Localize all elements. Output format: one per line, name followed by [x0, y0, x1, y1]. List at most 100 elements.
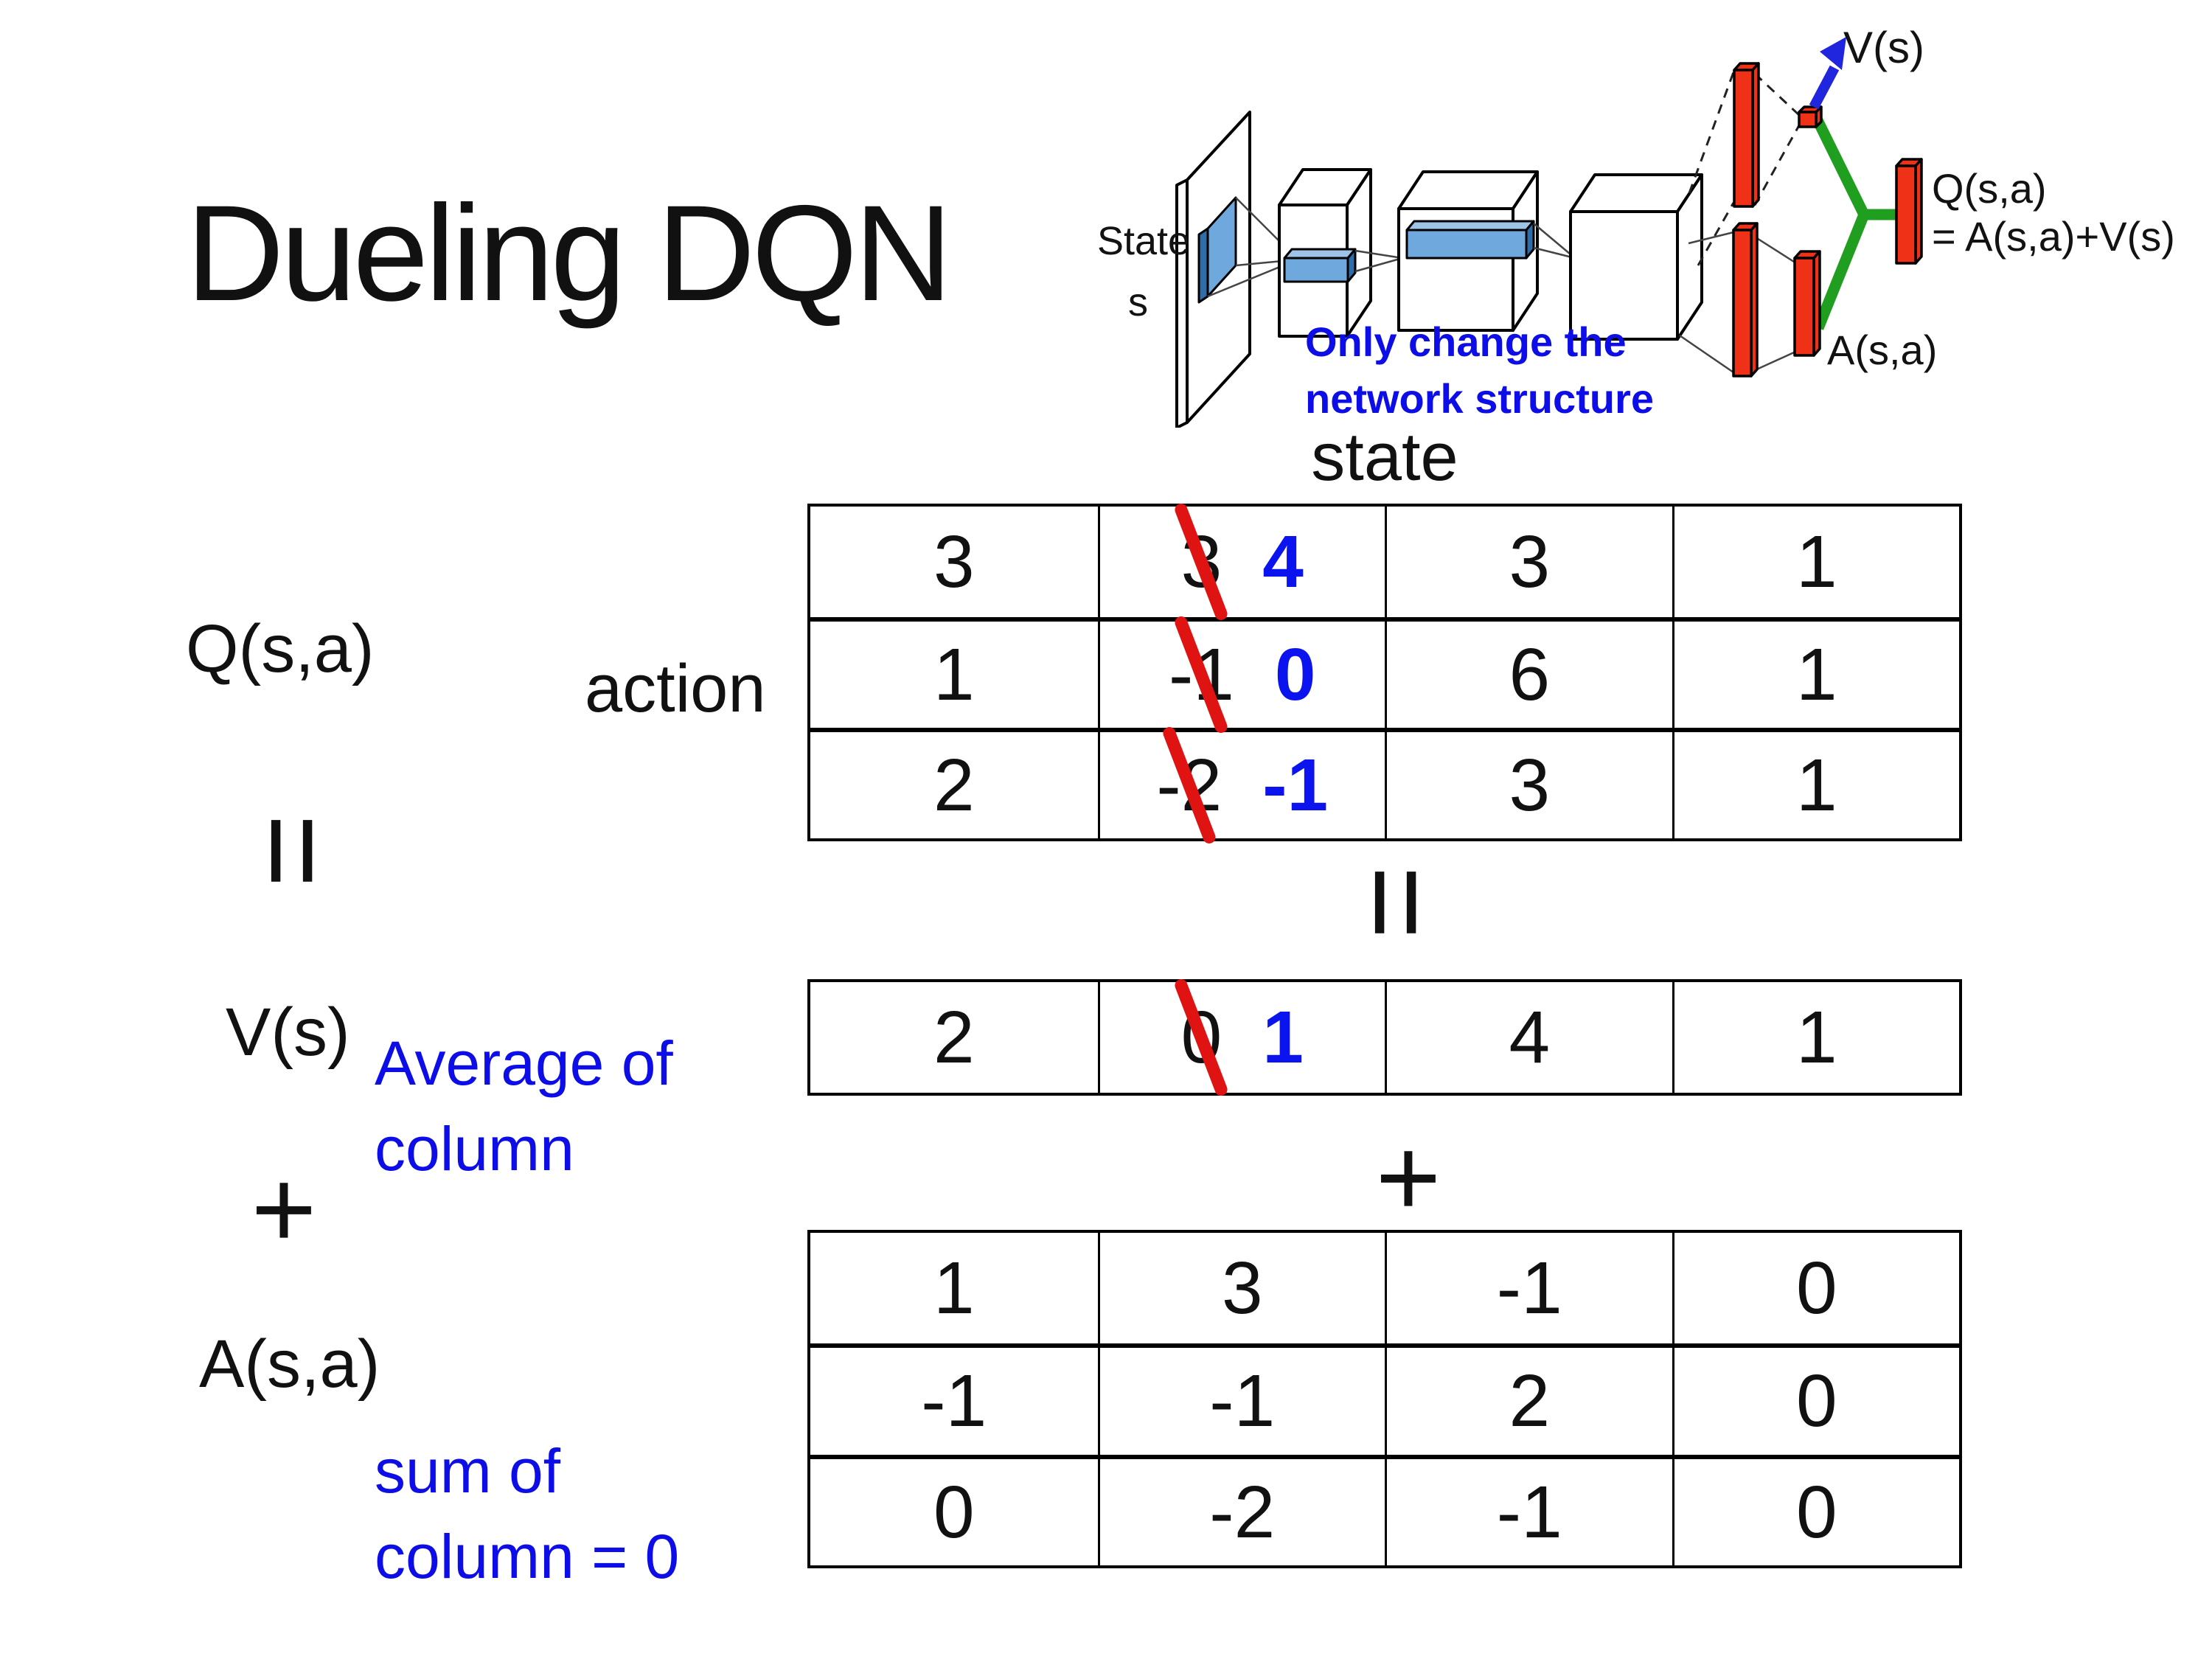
crossed-cell: 3 4: [1097, 501, 1385, 622]
table-cell: 1: [1672, 728, 1959, 838]
value-stream-links: [1688, 72, 1801, 266]
diagram-q-label-line1: Q(s,a): [1932, 165, 2047, 212]
cell-value: 0: [1795, 1360, 1837, 1443]
cell-value: -1: [1496, 1470, 1562, 1554]
fc-layer-box: [1569, 173, 1703, 341]
sum-of-column-note: sum of column = 0: [375, 1429, 679, 1600]
advantage-table: 1 3 -1 0 -1 -1 2 0 0 -2 -1 0: [807, 1230, 1962, 1568]
table-cell: 1: [810, 617, 1098, 728]
aggregation-links: [1812, 117, 1896, 330]
cell-value: 2: [1509, 1360, 1551, 1443]
table-cell: 1: [1672, 617, 1959, 728]
crossed-cell: -1 0: [1097, 614, 1385, 735]
q-output-bar: [1895, 158, 1923, 265]
cell-value: -2: [1209, 1470, 1276, 1554]
q-matrix-label: Q(s,a): [186, 611, 375, 686]
cell-value: 3: [1509, 744, 1551, 827]
crossed-cell: 0 1: [1097, 977, 1385, 1098]
value-output-node: [1798, 105, 1823, 128]
cell-value: 1: [1795, 633, 1837, 716]
note-line: column = 0: [375, 1521, 680, 1591]
cell-value: -1: [1496, 1247, 1562, 1330]
cell-value: 1: [1795, 521, 1837, 603]
note-line: sum of: [375, 1436, 561, 1506]
a-matrix-label: A(s,a): [199, 1326, 380, 1402]
table-cell: -1: [1385, 1233, 1672, 1344]
table-cell: 6: [1385, 617, 1672, 728]
v-matrix-label: V(s): [226, 995, 350, 1070]
cell-value: -1: [1209, 1360, 1276, 1443]
equals-sign-center: =: [1326, 865, 1468, 940]
cell-value: 3: [933, 521, 975, 603]
table-cell: 4: [1385, 982, 1672, 1093]
cell-value: 6: [1509, 633, 1551, 716]
advantage-stream-links: [1679, 231, 1795, 374]
corrected-value: -1: [1262, 744, 1329, 827]
diagram-v-label: V(s): [1843, 23, 1924, 72]
cell-value: 0: [933, 1470, 975, 1554]
diagram-caption-line1: Only change the: [1305, 319, 1627, 365]
table-cell: 3: [1385, 728, 1672, 838]
crossed-cell: -2 -1: [1097, 725, 1385, 846]
advantage-hidden-bar: [1732, 222, 1759, 378]
plus-sign-left: +: [251, 1146, 317, 1272]
table-cell: 1: [1672, 982, 1960, 1093]
cell-value: 1: [933, 633, 975, 716]
cell-value: 0: [1795, 1470, 1837, 1554]
value-arrow-icon: [1809, 37, 1846, 110]
plus-sign-center: +: [1375, 1114, 1441, 1240]
q-value-table: 3 3 4 3 1 1 -1 0 6 1 2 -2 -1 3 1: [807, 501, 1962, 846]
conv-links-3: [1533, 223, 1576, 260]
diagram-a-label: A(s,a): [1827, 327, 1937, 373]
note-line: column: [375, 1113, 574, 1183]
cell-value: 0: [1795, 1247, 1837, 1330]
table-cell: 1: [1672, 507, 1960, 617]
state-axis-label: state: [1311, 420, 1458, 495]
corrected-value: 1: [1262, 996, 1304, 1079]
cell-value: 4: [1509, 996, 1551, 1079]
v-value-table: 2 0 1 4 1: [807, 977, 1962, 1098]
cell-value: 3: [1509, 521, 1551, 603]
network-architecture-diagram: State s V(s) Q(s,a) = A(s,a)+V(s) A(s,a)…: [1097, 23, 2175, 428]
table-cell: 0: [810, 1454, 1098, 1565]
diagram-state-label: State: [1097, 219, 1190, 263]
old-value-wrap: -1: [1169, 614, 1234, 735]
cell-value: 1: [1795, 996, 1837, 1079]
table-cell: -1: [1097, 1343, 1385, 1455]
table-cell: 0: [1672, 1343, 1959, 1455]
table-cell: 2: [810, 728, 1098, 838]
table-cell: 3: [810, 507, 1098, 617]
corrected-value: 0: [1274, 633, 1316, 716]
table-cell: 0: [1672, 1454, 1959, 1565]
action-axis-label: action: [585, 651, 766, 726]
cell-value: 1: [933, 1247, 975, 1330]
old-value-wrap: -2: [1156, 725, 1222, 846]
feature-bar-1: [1283, 248, 1357, 283]
note-line: Average of: [375, 1029, 673, 1098]
table-cell: 3: [1385, 507, 1672, 617]
table-cell: 1: [810, 1233, 1098, 1343]
table-cell: 0: [1672, 1233, 1960, 1344]
diagram-state-s-label: s: [1128, 280, 1148, 324]
old-value-wrap: 0: [1173, 977, 1230, 1098]
diagram-caption-line2: network structure: [1305, 375, 1654, 422]
table-cell: -1: [1385, 1454, 1672, 1565]
page-title: Dueling DQN: [186, 178, 953, 330]
corrected-value: 4: [1262, 521, 1304, 603]
cell-value: 2: [933, 996, 975, 1079]
average-of-column-note: Average of column: [375, 1021, 673, 1192]
table-cell: 2: [810, 982, 1098, 1093]
cell-value: 2: [933, 744, 975, 827]
table-cell: 3: [1097, 1233, 1385, 1344]
value-hidden-bar: [1733, 62, 1760, 208]
conv-links-2: [1354, 249, 1403, 273]
cell-value: -1: [921, 1360, 987, 1443]
equals-sign-left: =: [223, 813, 364, 888]
table-cell: -1: [810, 1343, 1098, 1454]
diagram-q-label-line2: = A(s,a)+V(s): [1932, 213, 2175, 260]
table-cell: 2: [1385, 1343, 1672, 1455]
cell-value: 3: [1221, 1247, 1263, 1330]
table-cell: -2: [1097, 1454, 1385, 1565]
feature-bar-2: [1405, 220, 1535, 260]
